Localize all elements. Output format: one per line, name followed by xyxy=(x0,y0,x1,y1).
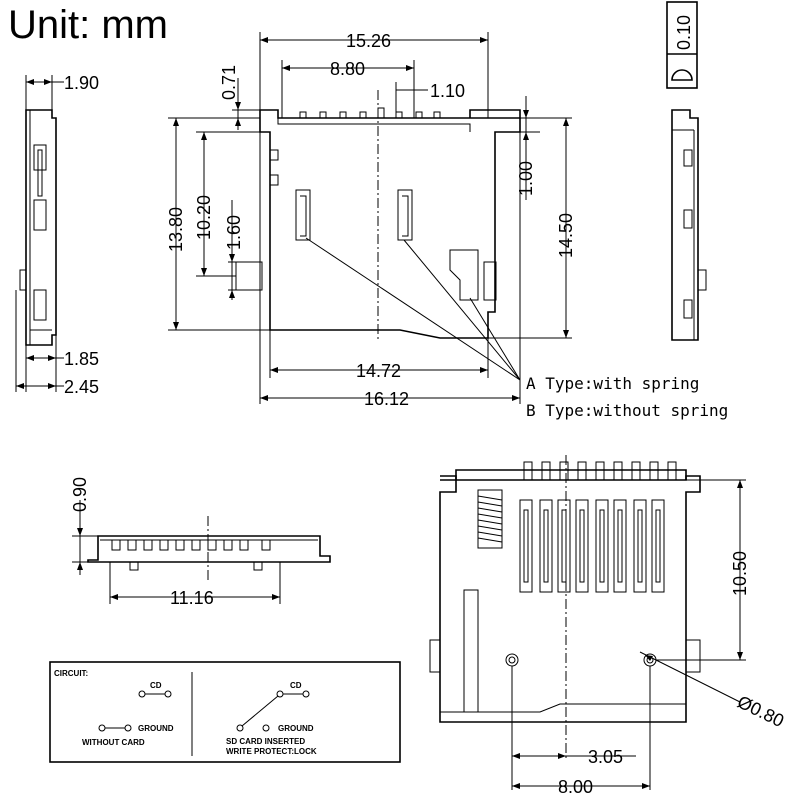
dim-0-90: 0.90 xyxy=(70,477,90,512)
top-contacts xyxy=(299,107,441,119)
circuit-ground-right: GROUND xyxy=(278,724,314,733)
dim-13-80: 13.80 xyxy=(166,207,186,252)
main-top-view: 15.26 8.80 1.10 0.71 13.80 10.20 xyxy=(166,31,576,409)
front-contacts xyxy=(111,539,271,551)
dim-1-00: 1.00 xyxy=(516,161,536,196)
dim-14-50: 14.50 xyxy=(556,213,576,258)
left-side-view: 1.90 1.85 2.45 xyxy=(15,73,99,397)
dim-10-50: 10.50 xyxy=(730,551,750,596)
dim-10-20: 10.20 xyxy=(194,195,214,240)
dim-8-80: 8.80 xyxy=(330,59,365,79)
note-type-b: B Type:without spring xyxy=(526,401,728,420)
dim-1-10: 1.10 xyxy=(430,81,465,101)
dim-1-85: 1.85 xyxy=(64,349,99,369)
circuit-cd-right: CD xyxy=(290,681,302,690)
circuit-box: CIRCUIT: CD GROUND WITHOUT CARD CD GROUN… xyxy=(49,661,401,763)
circuit-without-card: WITHOUT CARD xyxy=(82,738,145,747)
front-view: 0.90 11.16 xyxy=(70,477,331,608)
dim-8-00: 8.00 xyxy=(558,777,593,797)
unit-title: Unit: mm xyxy=(8,3,168,47)
tolerance-box: 0.10 xyxy=(666,1,698,89)
dim-0-71: 0.71 xyxy=(219,65,239,100)
dim-15-26: 15.26 xyxy=(346,31,391,51)
right-side-view xyxy=(671,109,707,341)
circuit-cd-left: CD xyxy=(150,681,162,690)
dim-11-16: 11.16 xyxy=(170,588,214,608)
dim-3-05: 3.05 xyxy=(588,747,623,767)
dim-1-60: 1.60 xyxy=(224,215,244,250)
bottom-view: 10.50 Ø0.80 3.05 8.00 xyxy=(429,455,787,797)
circuit-heading: CIRCUIT: xyxy=(54,669,88,678)
dim-14-72: 14.72 xyxy=(356,361,401,381)
circuit-write-protect: WRITE PROTECT:LOCK xyxy=(226,747,317,756)
spring-coil xyxy=(477,489,503,549)
dim-16-12: 16.12 xyxy=(364,389,409,409)
dim-2-45: 2.45 xyxy=(64,377,99,397)
circuit-ground-left: GROUND xyxy=(138,724,174,733)
bottom-contact-tails xyxy=(523,461,677,481)
tolerance-value: 0.10 xyxy=(674,15,694,50)
dim-diameter-0-80: Ø0.80 xyxy=(734,692,787,731)
dim-1-90: 1.90 xyxy=(64,73,99,93)
circuit-sd-inserted: SD CARD INSERTED xyxy=(226,737,305,746)
flatness-symbol xyxy=(671,69,693,81)
note-type-a: A Type:with spring xyxy=(526,374,699,393)
bottom-contact-windows xyxy=(519,499,665,593)
